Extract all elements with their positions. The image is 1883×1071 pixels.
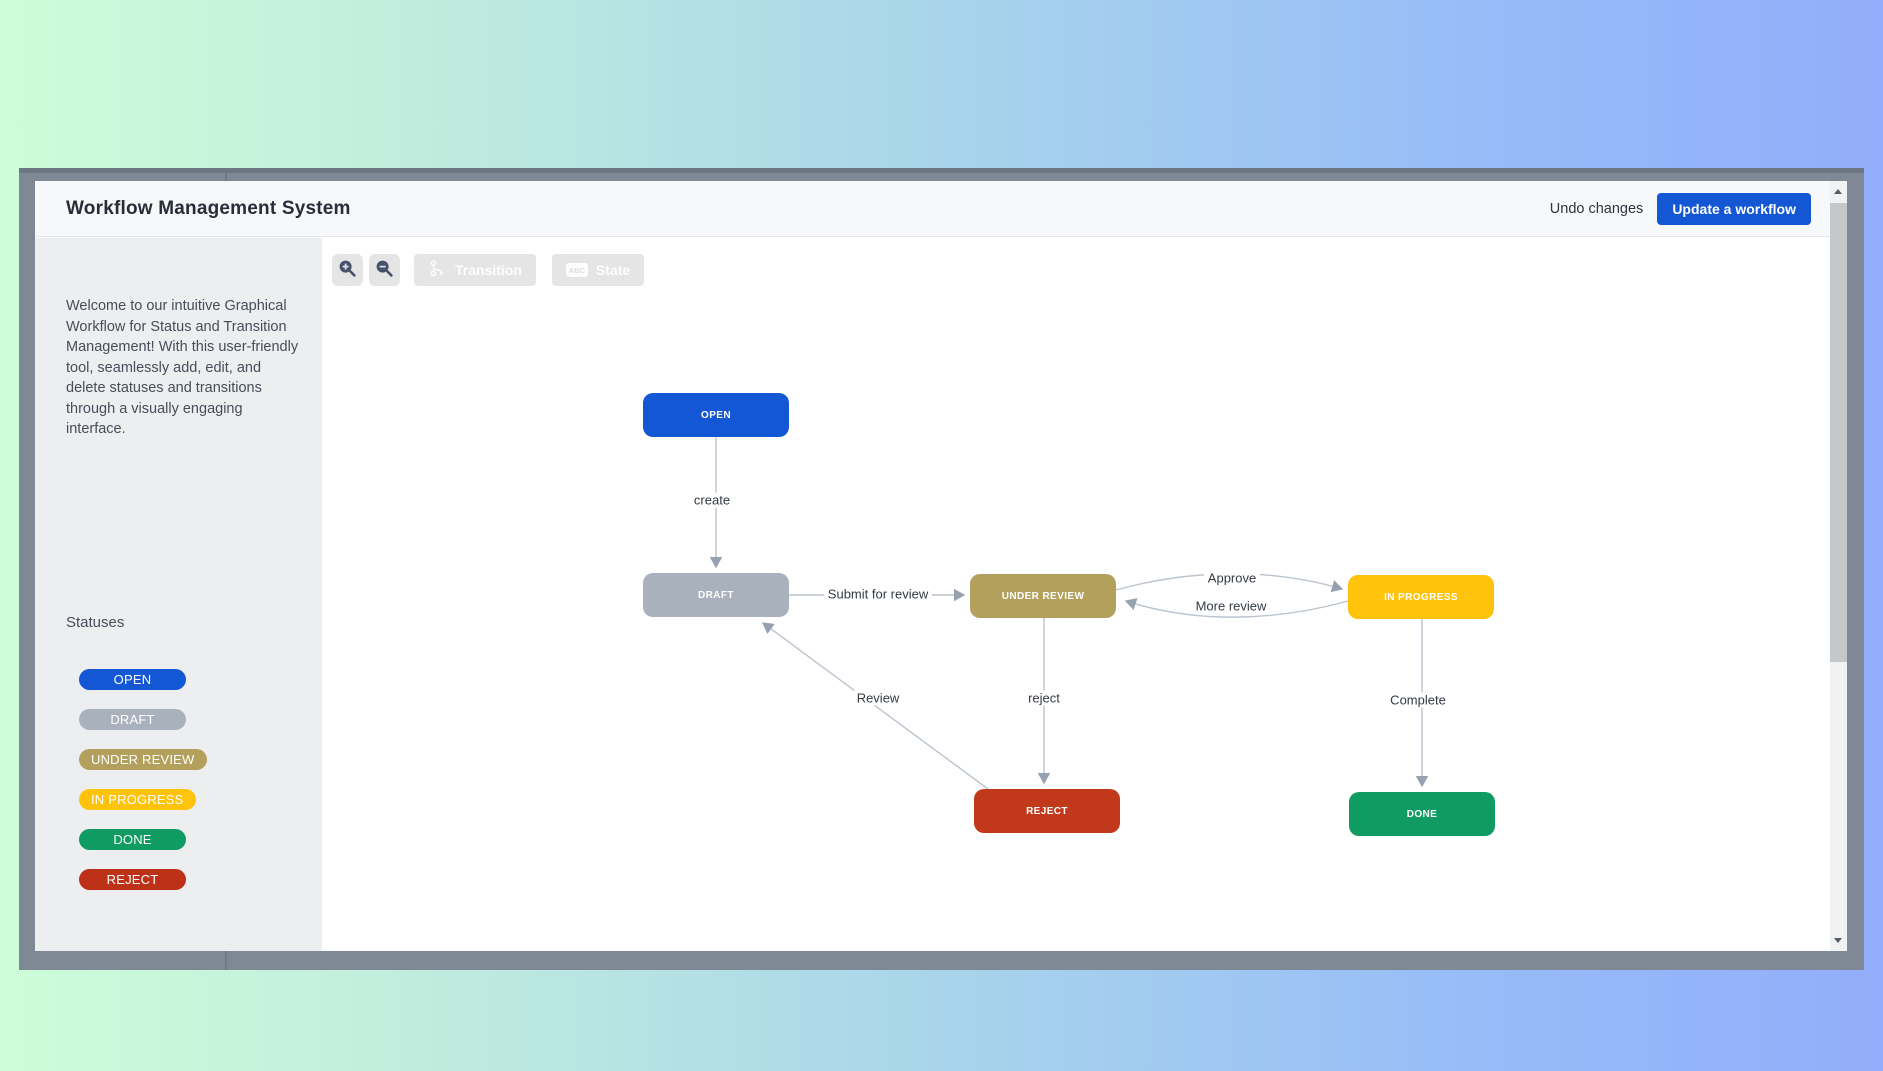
app-window: Workflow Management System Undo changes … [35,181,1847,951]
frame-seam [225,951,227,970]
node-in-progress[interactable]: IN PROGRESS [1348,575,1494,619]
status-pill-in-progress[interactable]: IN PROGRESS [79,789,196,810]
app-body: Welcome to our intuitive Graphical Workf… [35,238,1830,951]
node-open[interactable]: OPEN [643,393,789,437]
scrollbar-thumb[interactable] [1830,203,1847,662]
update-workflow-button[interactable]: Update a workflow [1657,192,1811,225]
node-reject[interactable]: REJECT [974,789,1120,833]
vertical-scrollbar [1830,181,1847,951]
transition-button-label: Transition [455,262,522,278]
state-button-label: State [595,262,631,278]
node-under-review[interactable]: UNDER REVIEW [970,574,1116,618]
state-button[interactable]: ABC State [551,254,645,286]
edge-more-review [1124,598,1349,618]
edge-label-submit-for-review[interactable]: Submit for review [823,586,933,602]
edge-label-approve[interactable]: Approve [1203,570,1261,586]
status-pill-under-review[interactable]: UNDER REVIEW [79,749,207,770]
edge-label-create[interactable]: create [689,492,735,508]
workflow-canvas[interactable]: Transition ABC State [322,238,1830,951]
statuses-heading: Statuses [66,614,125,631]
canvas-toolbar: Transition ABC State [332,254,645,286]
status-pill-list: OPEN DRAFT UNDER REVIEW IN PROGRESS DONE… [79,669,207,909]
frame-seam [225,172,227,182]
scrollbar-up-button[interactable] [1830,183,1847,200]
zoom-out-button[interactable] [369,254,400,286]
scrollbar-down-button[interactable] [1830,932,1847,949]
edge-label-complete[interactable]: Complete [1386,692,1450,708]
app-frame: Workflow Management System Undo changes … [19,168,1864,970]
sidebar: Welcome to our intuitive Graphical Workf… [35,238,322,951]
status-pill-open[interactable]: OPEN [79,669,186,690]
edge-label-reject[interactable]: reject [1024,690,1064,706]
edge-label-more-review[interactable]: More review [1191,598,1271,614]
zoom-in-button[interactable] [332,254,363,286]
transition-icon [428,259,447,281]
zoom-in-icon [338,259,357,281]
zoom-out-icon [375,259,394,281]
frame-top-edge [19,168,1864,173]
node-draft[interactable]: DRAFT [643,573,789,617]
edge-label-review[interactable]: Review [852,690,904,706]
state-abc-icon: ABC [565,263,588,277]
transition-button[interactable]: Transition [414,254,536,286]
welcome-text: Welcome to our intuitive Graphical Workf… [66,298,299,437]
app-header: Workflow Management System Undo changes … [35,181,1830,237]
status-pill-done[interactable]: DONE [79,829,186,850]
status-pill-reject[interactable]: REJECT [79,869,186,890]
node-done[interactable]: DONE [1349,792,1495,836]
undo-changes-link[interactable]: Undo changes [1549,200,1644,217]
status-pill-draft[interactable]: DRAFT [79,709,186,730]
edge-review [761,622,989,790]
page-title: Workflow Management System [66,197,351,219]
